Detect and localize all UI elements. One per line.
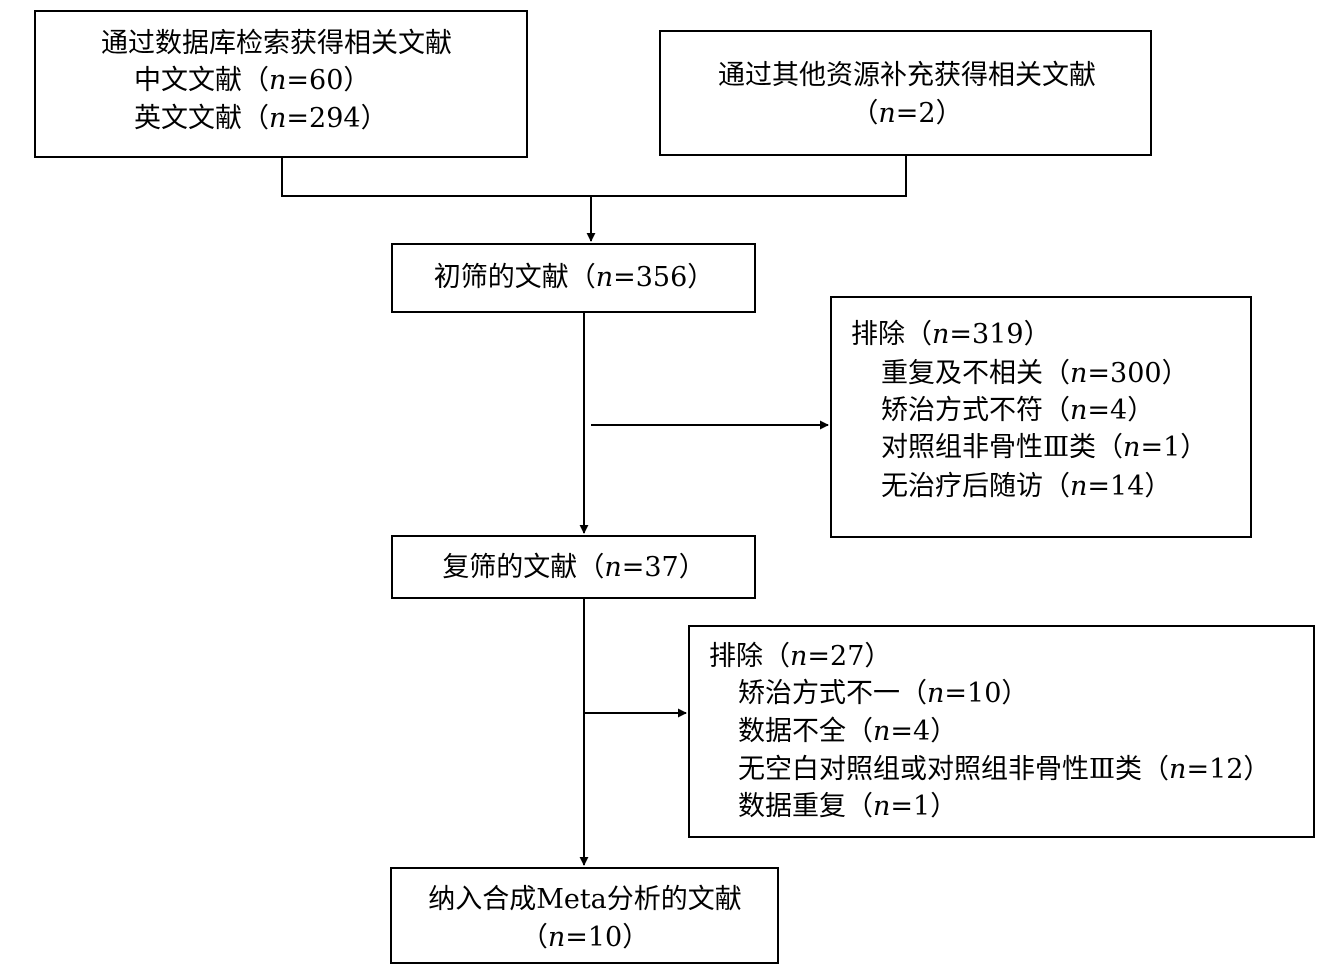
chinese-literature-count: 中文文献（n=60） bbox=[134, 65, 370, 96]
rescreen-label: 复筛的文献（n=37） bbox=[442, 552, 705, 583]
exclusion-2-reason: 数据不全（n=4） bbox=[738, 716, 957, 747]
initial-screen-label: 初筛的文献（n=356） bbox=[434, 262, 715, 293]
exclusion-box-1 bbox=[830, 296, 1252, 538]
merge-connector bbox=[281, 155, 907, 197]
other-sources-count: （n=2） bbox=[851, 98, 962, 129]
exclusion-1-reason: 矫治方式不符（n=4） bbox=[881, 395, 1154, 426]
exclusion-2-reason: 无空白对照组或对照组非骨性Ⅲ类（n=12） bbox=[738, 754, 1270, 785]
database-search-box bbox=[34, 10, 528, 158]
english-literature-count: 英文文献（n=294） bbox=[134, 103, 388, 134]
other-sources-box bbox=[659, 30, 1152, 156]
exclusion-2-reason: 数据重复（n=1） bbox=[738, 791, 957, 822]
exclusion-1-reason: 对照组非骨性Ⅲ类（n=1） bbox=[881, 432, 1207, 463]
exclusion-2-reason: 矫治方式不一（n=10） bbox=[738, 678, 1028, 709]
exclusion-2-heading: 排除（n=27） bbox=[709, 641, 891, 672]
other-sources-title: 通过其他资源补充获得相关文献 bbox=[718, 60, 1096, 91]
exclusion-box-2 bbox=[688, 625, 1315, 838]
initial-screen-box bbox=[391, 243, 756, 313]
rescreen-box bbox=[391, 535, 756, 599]
included-count: （n=10） bbox=[521, 922, 649, 953]
included-box bbox=[390, 867, 779, 964]
database-search-title: 通过数据库检索获得相关文献 bbox=[101, 28, 452, 59]
exclusion-1-heading: 排除（n=319） bbox=[851, 319, 1051, 350]
included-title: 纳入合成Meta分析的文献 bbox=[428, 884, 742, 915]
exclusion-1-reason: 无治疗后随访（n=14） bbox=[881, 471, 1171, 502]
exclusion-1-reason: 重复及不相关（n=300） bbox=[881, 358, 1189, 389]
